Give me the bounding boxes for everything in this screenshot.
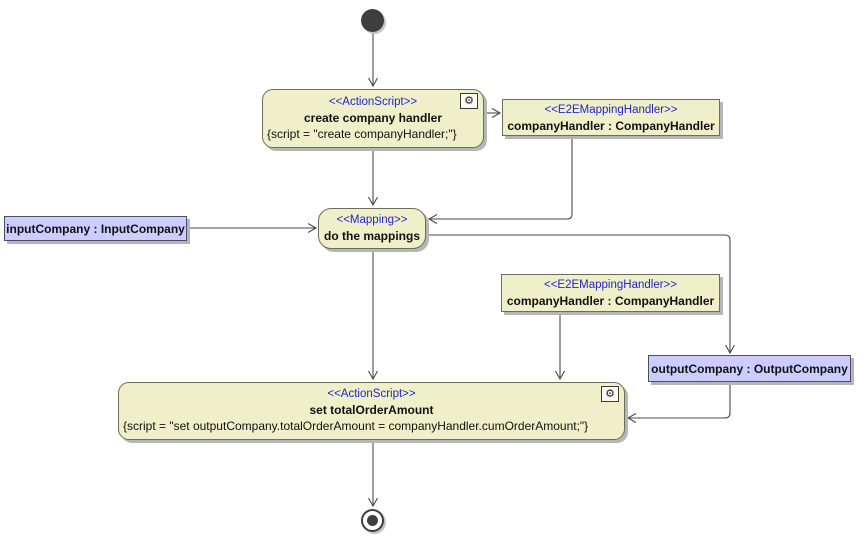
object-name: outputCompany : OutputCompany <box>651 361 848 376</box>
stereotype-label: <<Mapping>> <box>336 214 408 226</box>
action-name: set totalOrderAmount <box>309 403 434 417</box>
stereotype-label: <<E2EMappingHandler>> <box>544 279 677 291</box>
initial-node <box>361 9 384 32</box>
gear-glyph: ⚙ <box>464 94 474 107</box>
action-script-text: {script = "create companyHandler;"} <box>267 127 457 141</box>
action-name: do the mappings <box>324 229 420 243</box>
action-set-totalorderamount: <<ActionScript>> set totalOrderAmount {s… <box>118 382 625 440</box>
stereotype-label: <<ActionScript>> <box>328 96 418 108</box>
stereotype-label: <<ActionScript>> <box>327 388 416 400</box>
action-do-the-mappings: <<Mapping>> do the mappings <box>318 208 426 249</box>
final-node-dot <box>367 515 378 526</box>
gear-glyph: ⚙ <box>605 387 615 400</box>
object-inputcompany: inputCompany : InputCompany <box>4 216 187 241</box>
object-companyhandler-bottom: <<E2EMappingHandler>> companyHandler : C… <box>501 274 720 312</box>
object-companyhandler-top: <<E2EMappingHandler>> companyHandler : C… <box>502 99 720 136</box>
object-name: companyHandler : CompanyHandler <box>506 294 715 308</box>
action-name: create company handler <box>303 111 443 125</box>
gear-icon: ⚙ <box>460 93 478 109</box>
edge-mapping-to-output <box>427 234 735 355</box>
edge-output-to-set <box>626 383 731 423</box>
final-node <box>361 509 384 532</box>
object-name: companyHandler : CompanyHandler <box>507 119 715 133</box>
gear-icon: ⚙ <box>601 386 619 402</box>
edge-handler-top-to-mapping <box>427 137 573 224</box>
stereotype-label: <<E2EMappingHandler>> <box>544 104 678 116</box>
object-outputcompany: outputCompany : OutputCompany <box>648 355 851 382</box>
action-create-company-handler: <<ActionScript>> create company handler … <box>262 89 484 148</box>
object-name: inputCompany : InputCompany <box>6 221 185 236</box>
action-script-text: {script = "set outputCompany.totalOrderA… <box>123 419 589 433</box>
